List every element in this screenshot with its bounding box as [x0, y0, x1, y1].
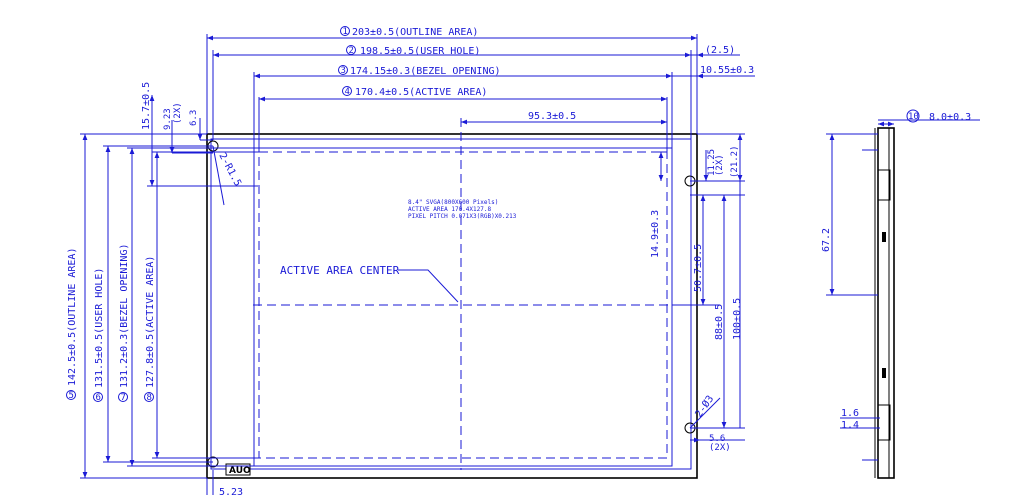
dim-thickness: 8.0±0.3 — [929, 112, 971, 123]
bezel-opening — [253, 147, 673, 467]
dim-50-7: 50.7±0.5 — [693, 244, 704, 292]
dim-9-23: 9.23 — [163, 108, 173, 130]
dim-15-7: 15.7±0.5 — [141, 82, 152, 130]
dim-user-hole-width: 198.5±0.5(USER HOLE) — [360, 46, 480, 57]
left-dimensions: 5 142.5±0.5(OUTLINE AREA) 6 131.5±0.5(US… — [66, 133, 259, 479]
active-area-center-label: ACTIVE AREA CENTER — [280, 264, 400, 277]
dim-6-3: 6.3 — [189, 110, 199, 126]
right-dimensions: 11.25 (2X) (21.2) 14.9±0.3 50.7±0.5 88±0… — [206, 133, 745, 498]
svg-text:(2X): (2X) — [715, 154, 725, 176]
dim-21-2: (21.2) — [730, 145, 740, 178]
spec-line-2: ACTIVE AREA 170.4X127.8 — [408, 206, 491, 213]
dim-14-9: 14.9±0.3 — [650, 210, 661, 258]
dim-10-55: 10.55±0.3 — [700, 65, 754, 76]
svg-text:5: 5 — [69, 391, 74, 401]
dim-5-6: 5.6 — [709, 434, 725, 444]
dim-67-2: 67.2 — [821, 228, 832, 252]
svg-text:2: 2 — [349, 46, 354, 56]
dim-bezel-height: 131.2±0.3(BEZEL OPENING) — [119, 244, 130, 389]
panel-outline — [206, 133, 698, 479]
top-dimensions: 1 203±0.5(OUTLINE AREA) 2 198.5±0.5(USER… — [206, 26, 755, 176]
dim-active-height: 127.8±0.5(ACTIVE AREA) — [145, 256, 156, 388]
logo-box — [225, 463, 251, 476]
dim-100: 100±0.5 — [732, 298, 743, 340]
spec-line-1: 8.4" SVGA(800X600 Pixels) — [408, 199, 498, 206]
dim-1-4: 1.4 — [841, 420, 859, 431]
dim-outline-height: 142.5±0.5(OUTLINE AREA) — [67, 248, 78, 386]
dim-1-6: 1.6 — [841, 408, 859, 419]
dim-phi3: 2-Ø3 — [693, 393, 717, 420]
svg-text:4: 4 — [345, 87, 350, 97]
svg-text:(2X): (2X) — [173, 102, 183, 124]
dim-88: 88±0.5 — [714, 304, 725, 340]
front-view: AUO 8.4" SVGA(800X600 Pixels) ACTIVE ARE… — [206, 118, 698, 479]
dim-active-width: 170.4±0.5(ACTIVE AREA) — [355, 87, 487, 98]
center-leader — [398, 269, 459, 303]
auo-logo: AUO — [229, 466, 251, 476]
svg-text:(2X): (2X) — [709, 443, 731, 453]
side-body — [877, 127, 895, 479]
dim-user-hole-height: 131.5±0.5(USER HOLE) — [94, 268, 105, 388]
svg-text:7: 7 — [121, 393, 126, 403]
dim-5-23: 5.23 — [219, 487, 243, 498]
top-left-dimensions: 15.7±0.5 9.23 (2X) 6.3 2-R1.5 — [141, 82, 258, 206]
svg-text:10: 10 — [908, 112, 919, 122]
spec-line-3: PIXEL PITCH 0.071X3(RGB)X0.213 — [408, 213, 517, 220]
svg-text:8: 8 — [147, 393, 152, 403]
dim-bezel-width: 174.15±0.3(BEZEL OPENING) — [350, 66, 501, 77]
dim-outline-width: 203±0.5(OUTLINE AREA) — [352, 27, 478, 38]
dim-1-number: 1 — [343, 27, 348, 37]
side-view: 10 8.0±0.3 67.2 1.6 1.4 — [821, 109, 980, 479]
dim-11-25: 11.25 — [707, 149, 717, 176]
svg-text:6: 6 — [96, 393, 101, 403]
bezel-frame — [210, 138, 692, 470]
dim-2-5: (2.5) — [705, 45, 735, 56]
dim-95-3: 95.3±0.5 — [528, 111, 576, 122]
svg-text:3: 3 — [341, 66, 346, 76]
